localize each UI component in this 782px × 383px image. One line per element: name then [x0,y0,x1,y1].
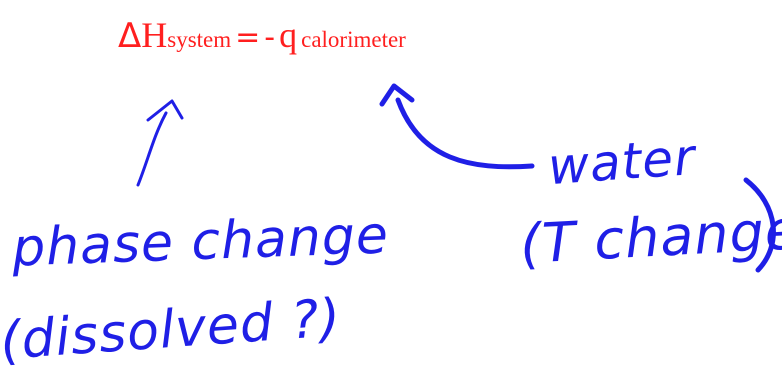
enthalpy-symbol: H [141,15,168,55]
calorimeter-subscript: calorimeter [301,27,406,52]
minus-sign: - [264,20,276,55]
delta-symbol: Δ [118,16,142,56]
water-note: water [546,127,698,197]
enthalpy-equation: ΔHsystem = - q calorimeter [118,14,406,56]
right-paren-stroke [743,177,776,273]
arrow-to-system [136,99,184,187]
arrow-to-calorimeter [379,83,535,170]
system-subscript: system [167,27,232,52]
heat-symbol: q [279,15,298,55]
equals-sign: = [235,20,261,55]
